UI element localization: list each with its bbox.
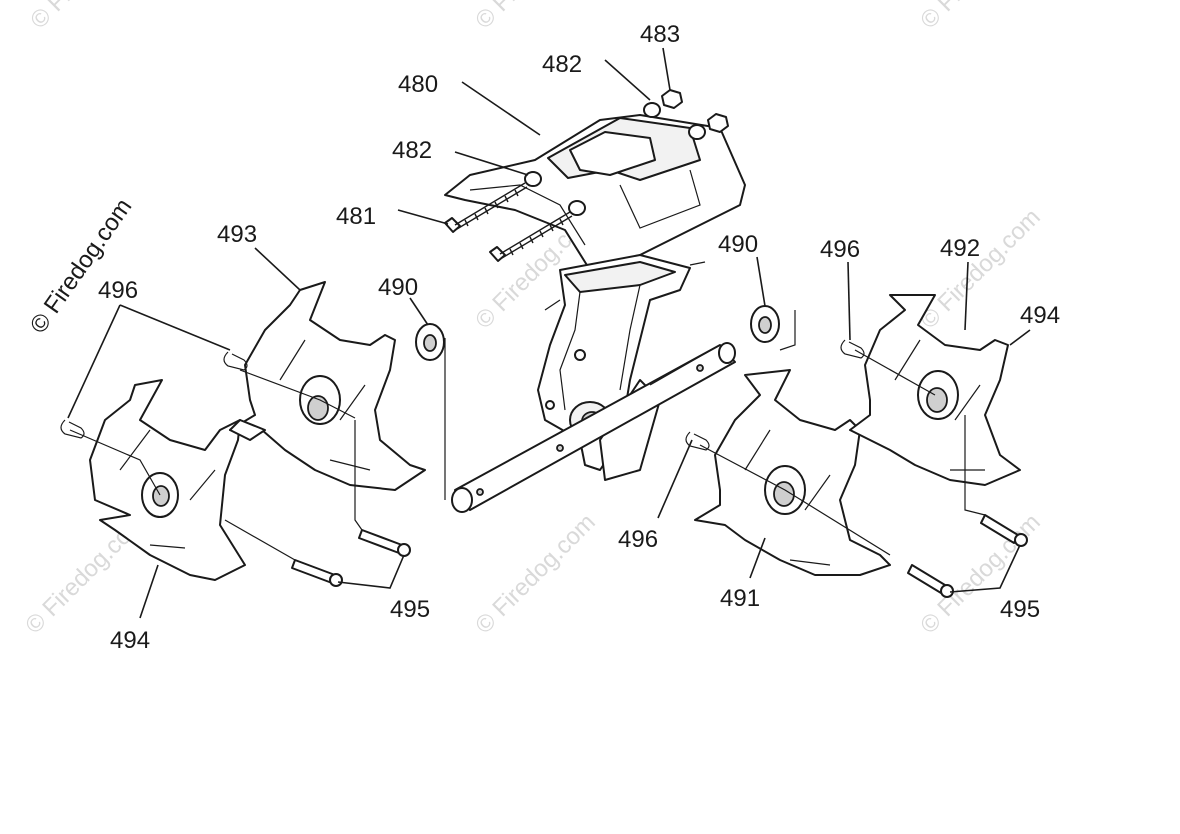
callout-482-top: 482: [542, 51, 582, 78]
watermark-text: © Firedog.com: [470, 0, 601, 34]
hairpin-clips-496: [60, 339, 865, 451]
assembly-lines: [69, 261, 986, 561]
tine-491: [694, 369, 891, 576]
callout-492: 492: [940, 235, 980, 262]
tine-axle-shaft: [451, 342, 736, 513]
pins-495: [291, 514, 1028, 598]
callout-483: 483: [640, 21, 680, 48]
leader-lines: [67, 47, 1031, 619]
callout-490-left: 490: [378, 274, 418, 301]
washers-490: [415, 305, 780, 361]
callout-494-left: 494: [110, 627, 150, 654]
callout-495-right: 495: [1000, 596, 1040, 623]
tine-492: [849, 294, 1021, 486]
bolts-481: [444, 182, 573, 262]
callout-labels: 480 481 482 482 483 490 490 491 492 493 …: [98, 21, 1060, 654]
callout-496-left: 496: [98, 277, 138, 304]
watermark-text-dark: © Firedog.com: [25, 194, 138, 339]
tine-493: [229, 281, 426, 491]
callout-496-right: 496: [820, 236, 860, 263]
callout-490-right: 490: [718, 231, 758, 258]
tine-494-left: [89, 379, 246, 581]
callout-482-mid: 482: [392, 137, 432, 164]
tine-shield-480: [444, 114, 746, 276]
callout-493: 493: [217, 221, 257, 248]
watermark-text: © Firedog.com: [915, 0, 1046, 34]
watermark-text: © Firedog.com: [470, 509, 601, 640]
callout-481: 481: [336, 203, 376, 230]
callout-496-mid: 496: [618, 526, 658, 553]
callout-491: 491: [720, 585, 760, 612]
callout-495-left: 495: [390, 596, 430, 623]
watermark-text: © Firedog.com: [25, 0, 156, 34]
callout-494-right: 494: [1020, 302, 1060, 329]
callout-480: 480: [398, 71, 438, 98]
washers-nuts-482-483: [524, 89, 729, 216]
